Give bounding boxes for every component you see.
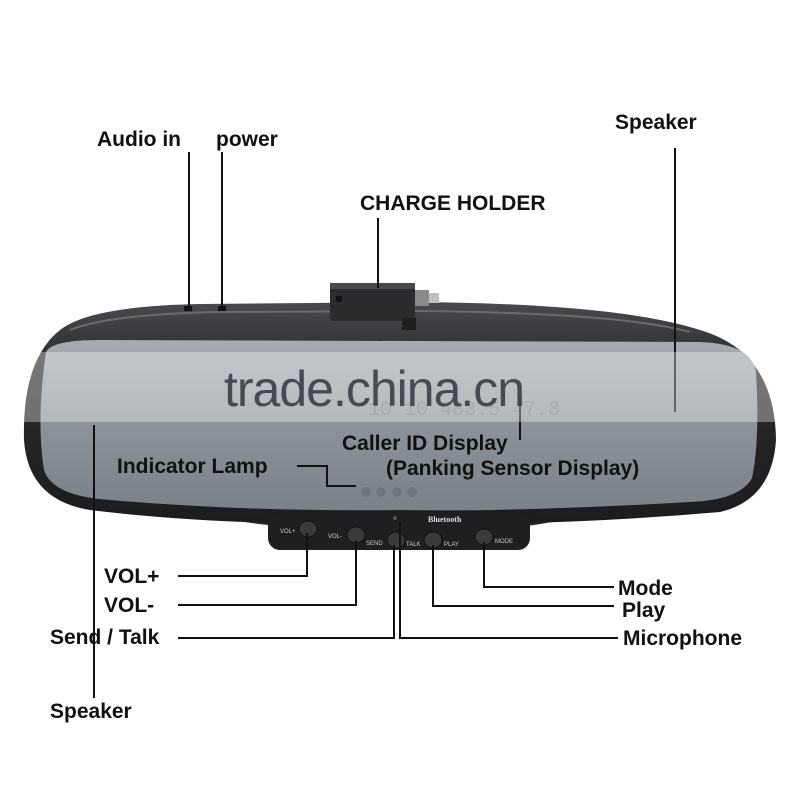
label-caller-id: Caller ID Display	[342, 432, 508, 455]
label-parking-sensor: (Panking Sensor Display)	[386, 457, 640, 480]
button-label-mode: MODE	[495, 539, 513, 545]
line-mode	[483, 542, 614, 588]
button-label-vol-plus: VOL+	[280, 529, 296, 535]
watermark-band	[0, 352, 800, 422]
line-indicator-lamp	[297, 465, 356, 487]
indicator-lamp-3	[392, 487, 402, 497]
caller-id-display-digits: 10 10 483.5 47.8	[368, 399, 560, 422]
bluetooth-logo: Bluetooth	[428, 515, 462, 524]
label-mode: Mode	[618, 577, 673, 600]
indicator-lamp-4	[407, 487, 417, 497]
line-play	[432, 545, 614, 607]
label-audio-in: Audio in	[97, 128, 181, 151]
line-vol-plus	[178, 533, 308, 577]
charge-holder	[330, 283, 439, 330]
power-port	[218, 306, 226, 311]
label-power: power	[216, 128, 278, 151]
button-label-send: SEND	[366, 541, 383, 547]
callout-lines	[93, 148, 676, 698]
label-indicator-lamp: Indicator Lamp	[117, 455, 268, 478]
label-play: Play	[622, 599, 666, 622]
label-speaker-bottom: Speaker	[50, 700, 132, 723]
label-microphone: Microphone	[623, 627, 742, 650]
line-vol-minus	[178, 540, 357, 606]
label-speaker-top: Speaker	[615, 111, 697, 134]
button-label-play: PLAY	[444, 542, 459, 548]
label-charge-holder: CHARGE HOLDER	[360, 192, 546, 215]
line-microphone	[399, 522, 618, 639]
label-send-talk: Send / Talk	[50, 626, 160, 649]
send-talk-button[interactable]	[386, 531, 406, 549]
label-vol-plus: VOL+	[104, 565, 160, 588]
indicator-lamps	[361, 487, 417, 497]
label-vol-minus: VOL-	[104, 594, 155, 617]
button-label-vol-minus: VOL-	[328, 534, 342, 540]
housing-rim	[69, 309, 691, 333]
microphone-hole	[393, 516, 397, 520]
mirror-glass	[40, 340, 758, 511]
button-label-talk: TALK	[406, 542, 421, 548]
audio-in-port	[184, 306, 192, 311]
indicator-lamp-2	[376, 487, 386, 497]
indicator-lamp-1	[361, 487, 371, 497]
line-send-talk	[178, 545, 395, 639]
watermark-text: trade.china.cn	[224, 361, 525, 417]
